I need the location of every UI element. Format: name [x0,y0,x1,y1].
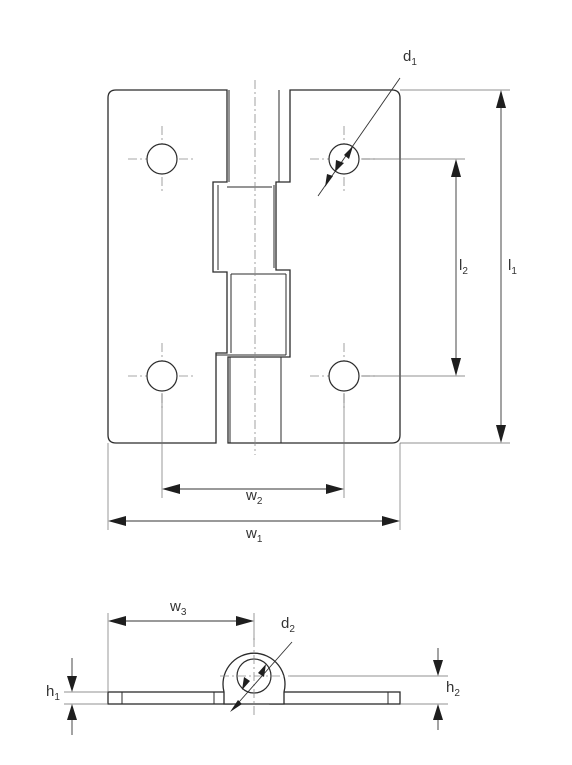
right-leaf [227,89,401,444]
label-w2: w2 [245,487,263,507]
side-right-leaf [269,691,401,705]
left-leaf [107,89,228,444]
label-w3: w3 [169,598,187,618]
label-h1: h1 [46,683,60,703]
dimension-d1: d1 [317,48,417,197]
label-l1: l1 [508,257,517,277]
dimension-w2: w2 [161,393,345,507]
dimension-l1: l1 [400,89,517,444]
hole-top-left [146,143,178,175]
dimension-l2: l2 [362,158,468,377]
dimension-d2: d2 [230,615,295,712]
hole-bottom-left [146,360,178,392]
label-d1: d1 [403,48,417,68]
hinge-front-view [107,80,401,455]
label-d2: d2 [281,615,295,635]
label-w1: w1 [245,525,263,545]
label-h2: h2 [446,679,460,699]
mounting-holes [128,126,378,409]
knuckles [216,90,287,443]
label-l2: l2 [459,257,468,277]
dimension-w3: w3 [107,598,255,692]
side-left-leaf [107,691,233,705]
dimension-w1: w1 [107,443,401,545]
dimension-h2: h2 [290,648,460,730]
hole-bottom-right [328,360,360,392]
dimension-h1: h1 [46,658,108,735]
hinge-side-view [107,638,401,716]
